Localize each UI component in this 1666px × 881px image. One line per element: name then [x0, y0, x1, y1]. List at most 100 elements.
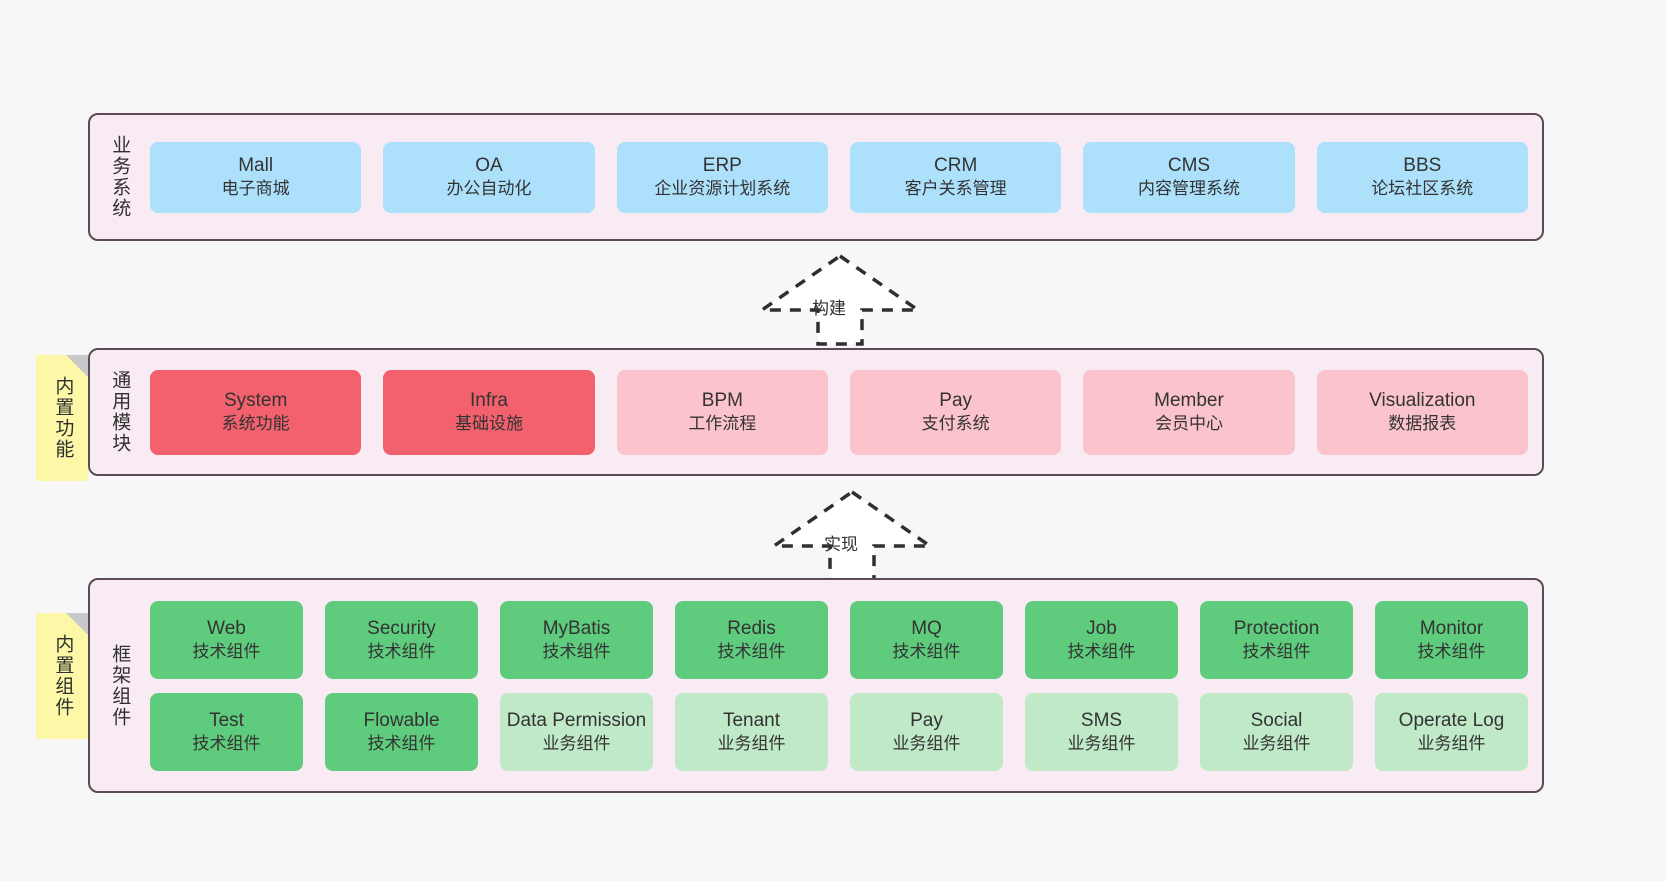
layer-common-module: 通用模块 System 系统功能 Infra 基础设施 BPM 工作流程 Pay… — [88, 348, 1544, 476]
module-desc: 技术组件 — [1417, 641, 1486, 661]
module-desc: 工作流程 — [688, 414, 757, 434]
module-name: SMS — [1080, 709, 1123, 731]
module-name: Pay — [939, 390, 973, 412]
module-desc: 数据报表 — [1388, 414, 1457, 434]
module-card-security[interactable]: Security 技术组件 — [325, 600, 478, 679]
connector-build-label: 构建 — [812, 299, 846, 318]
connector-implement-label: 实现 — [824, 535, 858, 554]
module-card-job[interactable]: Job 技术组件 — [1025, 600, 1178, 679]
business-system-row: Mall 电子商城 OA 办公自动化 ERP 企业资源计划系统 CRM 客户关系… — [150, 141, 1528, 213]
module-name: Mall — [238, 155, 274, 177]
connector-implement: 实现 — [762, 488, 942, 582]
module-name: Member — [1154, 390, 1224, 412]
module-name: Test — [209, 709, 244, 731]
note-builtin-function-label: 内置功能 — [52, 376, 74, 460]
note-builtin-function: 内置功能 — [36, 355, 88, 481]
module-desc: 系统功能 — [221, 414, 290, 434]
layer-common-module-body: System 系统功能 Infra 基础设施 BPM 工作流程 Pay 支付系统… — [140, 350, 1542, 474]
module-desc: 技术组件 — [717, 641, 786, 661]
module-name: Social — [1250, 709, 1303, 731]
module-card-flowable[interactable]: Flowable 技术组件 — [325, 692, 478, 771]
module-name: Web — [207, 617, 246, 639]
module-card-pay[interactable]: Pay 支付系统 — [849, 369, 1062, 455]
note-builtin-component-label: 内置组件 — [52, 634, 74, 718]
module-card-web[interactable]: Web 技术组件 — [150, 600, 303, 679]
module-card-mall[interactable]: Mall 电子商城 — [150, 141, 362, 213]
module-desc: 技术组件 — [367, 641, 436, 661]
module-desc: 内容管理系统 — [1137, 179, 1240, 199]
module-card-redis[interactable]: Redis 技术组件 — [675, 600, 828, 679]
module-card-protection[interactable]: Protection 技术组件 — [1200, 600, 1353, 679]
module-name: BBS — [1403, 155, 1442, 177]
module-card-system[interactable]: System 系统功能 — [150, 369, 362, 455]
module-name: MQ — [911, 617, 942, 639]
layer-framework-component: 框架组件 Web 技术组件 Security 技术组件 MyBatis 技术组件… — [88, 578, 1544, 793]
module-desc: 业务组件 — [1242, 733, 1311, 753]
note-fold-corner-icon — [66, 613, 88, 635]
module-desc: 业务组件 — [1067, 733, 1136, 753]
layer-business-system: 业务系统 Mall 电子商城 OA 办公自动化 ERP 企业资源计划系统 CRM… — [88, 113, 1544, 241]
module-desc: 技术组件 — [367, 733, 436, 753]
module-desc: 技术组件 — [192, 641, 261, 661]
module-card-mq[interactable]: MQ 技术组件 — [850, 600, 1003, 679]
module-name: OA — [475, 155, 503, 177]
module-desc: 技术组件 — [892, 641, 961, 661]
module-card-erp[interactable]: ERP 企业资源计划系统 — [616, 141, 828, 213]
layer-business-system-body: Mall 电子商城 OA 办公自动化 ERP 企业资源计划系统 CRM 客户关系… — [140, 115, 1542, 239]
module-desc: 论坛社区系统 — [1371, 179, 1474, 199]
module-card-crm[interactable]: CRM 客户关系管理 — [849, 141, 1062, 213]
module-name: Redis — [727, 617, 776, 639]
module-card-bbs[interactable]: BBS 论坛社区系统 — [1316, 141, 1528, 213]
module-name: Protection — [1233, 617, 1320, 639]
note-fold-corner-icon — [66, 355, 88, 377]
module-card-mybatis[interactable]: MyBatis 技术组件 — [500, 600, 653, 679]
connector-build-shape — [756, 253, 924, 346]
module-name: Operate Log — [1398, 709, 1505, 731]
module-card-visualization[interactable]: Visualization 数据报表 — [1316, 369, 1528, 455]
connector-build: 构建 — [750, 252, 930, 346]
module-name: System — [223, 390, 288, 412]
module-card-operate-log[interactable]: Operate Log 业务组件 — [1375, 692, 1528, 771]
module-card-monitor[interactable]: Monitor 技术组件 — [1375, 600, 1528, 679]
module-name: Pay — [910, 709, 943, 731]
module-card-member[interactable]: Member 会员中心 — [1083, 369, 1295, 455]
module-desc: 技术组件 — [192, 733, 261, 753]
module-name: CRM — [934, 155, 978, 177]
module-card-oa[interactable]: OA 办公自动化 — [383, 141, 595, 213]
module-card-data-permission[interactable]: Data Permission 业务组件 — [500, 692, 653, 771]
module-desc: 业务组件 — [717, 733, 786, 753]
module-desc: 技术组件 — [542, 641, 611, 661]
module-card-infra[interactable]: Infra 基础设施 — [383, 369, 595, 455]
module-desc: 基础设施 — [454, 414, 523, 434]
layer-common-module-label: 通用模块 — [109, 370, 131, 454]
module-desc: 会员中心 — [1154, 414, 1223, 434]
note-builtin-component: 内置组件 — [36, 613, 88, 739]
module-name: Visualization — [1369, 390, 1476, 412]
module-name: Job — [1086, 617, 1117, 639]
module-desc: 业务组件 — [542, 733, 611, 753]
module-card-cms[interactable]: CMS 内容管理系统 — [1083, 141, 1295, 213]
module-card-sms[interactable]: SMS 业务组件 — [1025, 692, 1178, 771]
module-desc: 业务组件 — [892, 733, 961, 753]
module-name: MyBatis — [542, 617, 611, 639]
module-card-pay-business[interactable]: Pay 业务组件 — [850, 692, 1003, 771]
layer-business-system-label: 业务系统 — [109, 135, 131, 219]
module-name: ERP — [702, 155, 742, 177]
module-desc: 技术组件 — [1242, 641, 1311, 661]
module-card-test[interactable]: Test 技术组件 — [150, 692, 303, 771]
module-name: Data Permission — [506, 709, 647, 731]
module-desc: 电子商城 — [221, 179, 290, 199]
module-name: Security — [367, 617, 436, 639]
module-card-bpm[interactable]: BPM 工作流程 — [616, 369, 828, 455]
module-card-tenant[interactable]: Tenant 业务组件 — [675, 692, 828, 771]
module-desc: 客户关系管理 — [904, 179, 1007, 199]
module-desc: 办公自动化 — [446, 179, 532, 199]
module-desc: 支付系统 — [921, 414, 990, 434]
layer-framework-component-label: 框架组件 — [109, 643, 131, 728]
module-name: Tenant — [722, 709, 781, 731]
module-desc: 企业资源计划系统 — [654, 179, 791, 199]
module-card-social[interactable]: Social 业务组件 — [1200, 692, 1353, 771]
framework-business-component-row: Test 技术组件 Flowable 技术组件 Data Permission … — [150, 692, 1528, 771]
common-module-row: System 系统功能 Infra 基础设施 BPM 工作流程 Pay 支付系统… — [150, 369, 1528, 455]
